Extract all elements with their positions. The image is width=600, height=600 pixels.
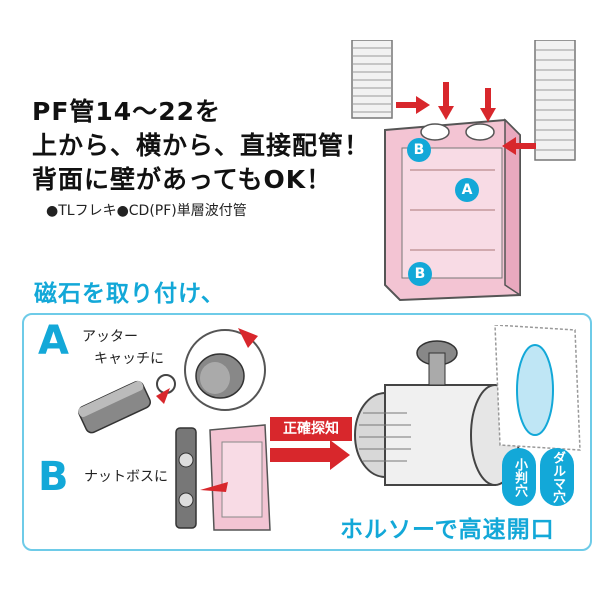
small-red-arrow-icon [156,388,170,404]
catch-zoom [184,329,266,411]
holesaw-title: ホルソーで高速開口 [340,517,555,543]
section-a-label-2: キャッチに [94,351,164,367]
holesaw-illustration [354,325,581,486]
small-red-arrow-icon [200,482,228,492]
magnet-bar [175,427,197,529]
holesaw-tool [354,340,520,486]
section-b-label: ナットボスに [84,469,168,485]
box-outline-right [494,325,581,451]
junction-box-illustration [351,40,576,302]
detect-banner: 正確探知 [270,417,352,441]
detect-arrow [270,440,350,470]
conduit-left [351,40,393,119]
headline-line-3: 背面に壁があってもOK！ [32,165,333,194]
marker-a: A [455,178,479,202]
magnet-cylinder [78,380,151,434]
section-b-letter: B [38,454,69,500]
headline-line-2: 上から、横から、直接配管！ [32,131,371,160]
magnet-a-illustration [78,328,266,434]
marker-b-bottom: B [408,262,432,286]
section-a-letter: A [38,318,69,364]
pipe-types: ●TLフレキ●CD(PF)単層波付管 [46,203,247,219]
bubble-oval-hole: 小判穴 [502,448,536,506]
red-arrow-icon [238,328,258,348]
pink-box [384,118,521,302]
entry-arrows [396,82,536,155]
headline-line-1: PF管14～22を [32,97,221,126]
box-corner [209,424,271,531]
section-a-label-1: アッター [82,329,138,345]
instruction-panel [22,313,592,551]
marker-b-top: B [407,138,431,162]
conduit-right [534,40,576,161]
nut-boss-illustration [175,424,271,531]
magnet-title: 磁石を取り付け、 [34,281,225,307]
bubble-daruma-hole: ダルマ穴 [540,448,574,506]
